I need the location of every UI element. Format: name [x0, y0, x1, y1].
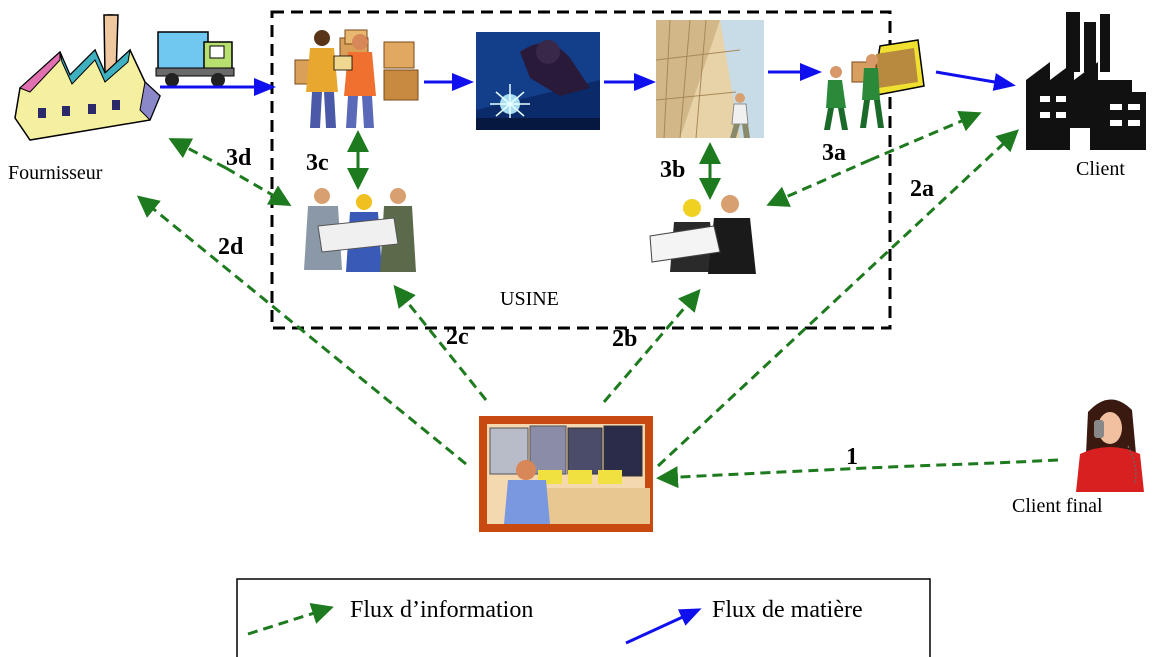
legend-info-label: Flux d’information — [350, 597, 534, 623]
flow-label-2a: 2a — [910, 176, 934, 202]
truck-icon — [155, 31, 235, 87]
storage-worker-icon — [655, 19, 764, 139]
flow-label-1: 1 — [846, 444, 858, 470]
supplier-factory-icon — [14, 14, 161, 141]
welder-icon — [476, 32, 600, 130]
control-room-icon — [479, 416, 653, 532]
legend-info-sample — [247, 602, 334, 636]
legend — [236, 578, 931, 657]
vertical-info-arrows — [347, 130, 721, 200]
engineers-plan-icon — [649, 195, 756, 274]
flow-label-2d: 2d — [218, 234, 244, 260]
flow-3d-left — [168, 138, 227, 170]
material-flows — [160, 63, 1016, 96]
flow-label-3d: 3d — [226, 145, 252, 171]
flow-label-3a: 3a — [822, 140, 846, 166]
legend-material-label: Flux de matière — [712, 597, 863, 623]
final-client-label: Client final — [1012, 495, 1103, 517]
supplier-label: Fournisseur — [8, 162, 103, 184]
flow-2d — [136, 195, 467, 466]
phone-woman-icon — [1076, 399, 1144, 492]
managers-meeting-icon — [304, 188, 416, 272]
flow-1 — [656, 458, 1059, 489]
flow-label-3b: 3b — [660, 157, 686, 183]
flow-label-3c: 3c — [306, 150, 329, 176]
factory-label: USINE — [500, 288, 559, 310]
warehouse-workers-icon — [294, 29, 419, 128]
client-factory-icon — [1026, 12, 1146, 150]
flow-2a — [656, 129, 1019, 468]
legend-material-sample — [625, 608, 702, 645]
delivery-workers-icon — [824, 39, 925, 130]
client-label: Client — [1076, 158, 1125, 180]
information-flows — [136, 110, 1059, 489]
flow-label-2c: 2c — [446, 324, 469, 350]
flow-label-2b: 2b — [612, 326, 638, 352]
flow-2b — [602, 288, 701, 403]
factory-boundary — [270, 10, 892, 330]
flow-3d-right — [225, 166, 292, 207]
flow-2c — [393, 284, 488, 401]
flow-delivery-to-client — [935, 70, 1016, 91]
flow-3a-right — [869, 110, 982, 162]
flow-3a-left — [766, 158, 871, 207]
